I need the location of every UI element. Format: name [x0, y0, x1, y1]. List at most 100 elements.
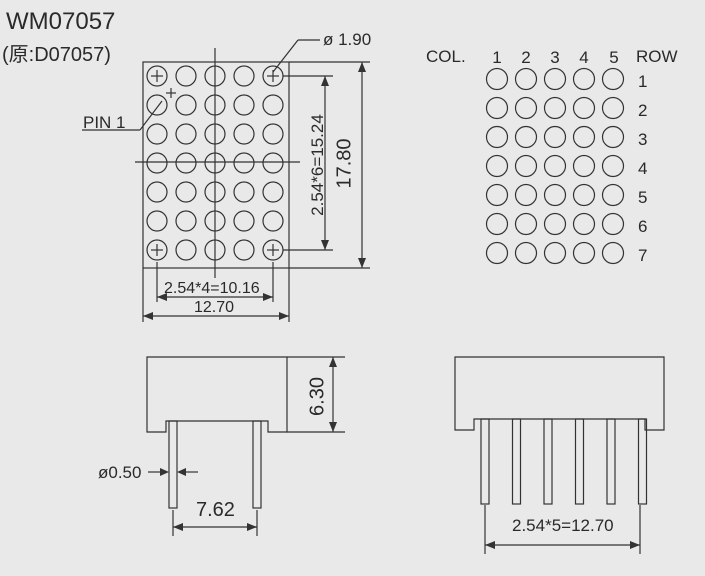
led-dot [175, 210, 197, 232]
bottom-pin-spacing-label: 2.54*5=12.70 [512, 516, 614, 535]
schematic-dot [514, 212, 538, 236]
row-number-7: 7 [638, 246, 648, 265]
front-view-outline [142, 61, 290, 269]
pin1-label: PIN 1 [83, 113, 126, 132]
led-dot [175, 123, 197, 145]
led-dot [233, 65, 255, 87]
schematic-dot [543, 125, 567, 149]
led-dot [262, 94, 284, 116]
col-pitch-dim-label: 2.54*4=10.16 [164, 280, 260, 297]
led-dot [175, 181, 197, 203]
led-dot [233, 94, 255, 116]
led-dot [146, 123, 168, 145]
schematic-grid [485, 67, 625, 265]
col-number-3: 3 [550, 48, 560, 67]
led-dot [146, 94, 168, 116]
led-dot [146, 152, 168, 174]
dia-leader [272, 39, 299, 73]
bottom-pin [543, 418, 553, 505]
led-dot [175, 239, 197, 261]
side-view-body [146, 356, 288, 433]
part-number-title: WM07057 [6, 8, 116, 35]
schematic-dot [572, 125, 596, 149]
row-number-4: 4 [638, 159, 648, 178]
schematic-dot [601, 154, 625, 178]
led-dot [262, 210, 284, 232]
schematic-dot [543, 154, 567, 178]
schematic-dot [572, 154, 596, 178]
row-number-1: 1 [638, 72, 648, 91]
schematic-dot [543, 241, 567, 265]
bottom-pin [480, 418, 490, 505]
bottom-pin [606, 418, 616, 505]
schematic-dot [485, 154, 509, 178]
schematic-dot [485, 183, 509, 207]
led-dot [262, 181, 284, 203]
row-number-6: 6 [638, 217, 648, 236]
schematic-dot [514, 154, 538, 178]
led-dot [175, 152, 197, 174]
schematic-dot [543, 212, 567, 236]
led-dot [233, 239, 255, 261]
row-pitch-dim-label: 2.54*6=15.24 [308, 114, 327, 216]
led-dot [262, 123, 284, 145]
schematic-dot [485, 96, 509, 120]
schematic-dot [601, 241, 625, 265]
schematic-dot [514, 125, 538, 149]
row-number-2: 2 [638, 101, 648, 120]
schematic-dot [601, 212, 625, 236]
side-height-dim-label: 6.30 [306, 377, 329, 416]
led-dot [146, 181, 168, 203]
schematic-dot [601, 183, 625, 207]
schematic-dot [601, 67, 625, 91]
schematic-dot [543, 67, 567, 91]
col-number-2: 2 [521, 48, 531, 67]
row-number-3: 3 [638, 130, 648, 149]
led-dot [233, 181, 255, 203]
schematic-dot [601, 125, 625, 149]
height-dim-label: 17.80 [333, 138, 356, 189]
schematic-dot [543, 96, 567, 120]
led-dot-grid [146, 65, 284, 261]
led-dot [233, 152, 255, 174]
schematic-dot [514, 67, 538, 91]
schematic-dot [485, 125, 509, 149]
pin1-leader [139, 100, 163, 131]
dot-diameter-label: ø 1.90 [323, 30, 372, 49]
side-pin-right [252, 420, 262, 509]
led-dot [175, 65, 197, 87]
bottom-pin [637, 418, 648, 505]
schematic-dot [485, 212, 509, 236]
original-part-subtitle: (原:D07057) [2, 44, 111, 66]
schematic-dot [514, 96, 538, 120]
col-number-4: 4 [579, 48, 589, 67]
row-number-5: 5 [638, 188, 648, 207]
schematic-dot [572, 212, 596, 236]
bottom-view-pins [480, 418, 648, 505]
led-dot [146, 65, 168, 87]
led-dot [233, 210, 255, 232]
schematic-dot [572, 241, 596, 265]
col-header: COL. [426, 47, 466, 66]
col-number-1: 1 [492, 48, 502, 67]
bottom-pin [574, 418, 585, 505]
row-header: ROW [636, 47, 678, 66]
schematic-dot [485, 67, 509, 91]
led-dot [233, 123, 255, 145]
side-pin-spacing-label: 7.62 [196, 499, 235, 521]
schematic-dot [572, 96, 596, 120]
col-number-5: 5 [609, 48, 619, 67]
schematic-dot [543, 183, 567, 207]
schematic-dot [601, 96, 625, 120]
led-dot [146, 210, 168, 232]
led-dot [262, 152, 284, 174]
pin-diameter-label: ø0.50 [98, 463, 142, 482]
led-dot [146, 239, 168, 261]
width-dim-label: 12.70 [194, 299, 235, 316]
schematic-dot [572, 183, 596, 207]
led-dot [175, 94, 197, 116]
schematic-dot [572, 67, 596, 91]
schematic-dot [514, 241, 538, 265]
